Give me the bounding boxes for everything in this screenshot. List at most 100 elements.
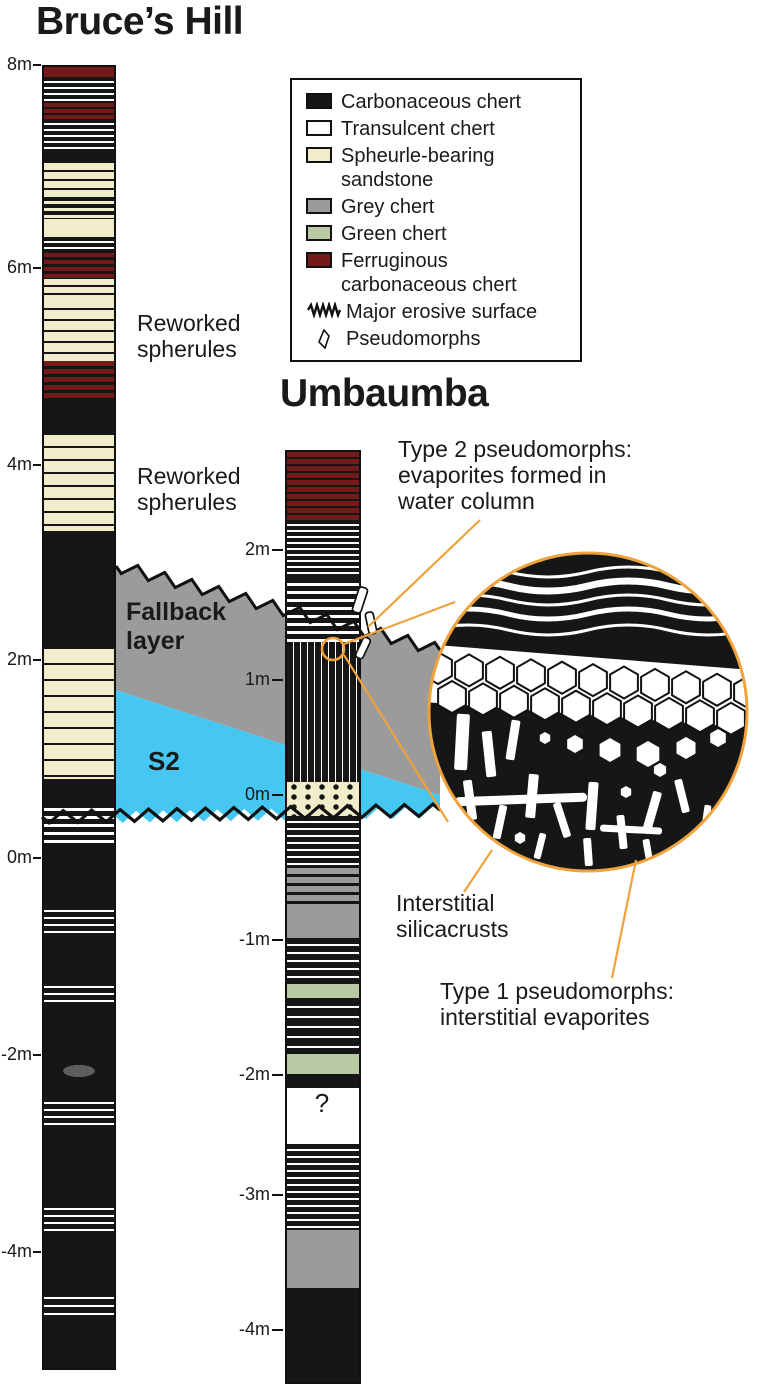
strat-layer xyxy=(44,847,114,905)
legend-item-label: Transulcent chert xyxy=(341,118,495,140)
legend-item: Major erosive surface xyxy=(306,300,572,324)
connector-line-interstitial xyxy=(463,849,493,893)
strat-layer xyxy=(44,219,114,237)
legend-item-label: Pseudomorphs xyxy=(346,328,481,350)
scale-tick-label: 6m xyxy=(6,257,32,277)
carbonaceous-swatch xyxy=(306,93,332,109)
scale-tick-mark xyxy=(33,267,41,269)
scale-tick-mark xyxy=(272,794,283,796)
strat-layer xyxy=(287,782,359,816)
connector-line-type2 xyxy=(367,519,481,628)
scale-tick-label: 2m xyxy=(244,539,270,559)
scale-tick-mark xyxy=(272,549,283,551)
right-column-layers xyxy=(287,452,359,1382)
strat-layer xyxy=(44,779,114,803)
strat-layer xyxy=(44,361,114,399)
strat-layer xyxy=(287,868,359,910)
annotation-type2-pseudomorphs: Type 2 pseudomorphs: evaporites formed i… xyxy=(398,436,632,514)
strat-layer xyxy=(44,237,114,253)
strat-layer xyxy=(44,981,114,1005)
strat-layer xyxy=(44,1127,114,1203)
legend-item: Green chert xyxy=(306,222,572,246)
legend-item: Pseudomorphs xyxy=(306,327,572,351)
legend-item-label: Carbonaceous chert xyxy=(341,91,522,113)
strat-layer xyxy=(44,435,114,531)
ferruginous-swatch xyxy=(306,252,332,268)
strat-layer xyxy=(44,67,114,77)
strat-layer xyxy=(44,103,114,119)
strat-layer xyxy=(44,1005,114,1045)
right-strat-column xyxy=(285,450,361,1384)
strat-layer xyxy=(287,984,359,998)
scale-tick-label: -1m xyxy=(239,929,270,949)
scale-tick-mark xyxy=(272,1074,283,1076)
legend-item: Spheurle-bearing sandstone xyxy=(306,144,572,192)
strat-layer xyxy=(287,642,359,782)
annotation-unknown-interval: ? xyxy=(314,1088,330,1118)
strat-layer xyxy=(287,520,359,578)
strat-layer xyxy=(44,905,114,933)
scale-tick-mark xyxy=(33,64,41,66)
legend-item-label: Ferruginous carbonaceous chert xyxy=(341,250,517,296)
strat-layer xyxy=(44,803,114,847)
strat-layer xyxy=(44,77,114,103)
left-strat-column xyxy=(42,65,116,1370)
scale-tick-label: -3m xyxy=(239,1184,270,1204)
translucent-swatch xyxy=(306,120,332,136)
scale-tick-label: 0m xyxy=(6,847,32,867)
legend-item: Ferruginous carbonaceous chert xyxy=(306,249,572,297)
annotation-type1-pseudomorphs: Type 1 pseudomorphs: interstitial evapor… xyxy=(440,978,674,1030)
scale-tick-label: -4m xyxy=(239,1319,270,1339)
strat-layer xyxy=(44,163,114,197)
strat-layer xyxy=(287,1054,359,1074)
strat-layer xyxy=(44,253,114,279)
scale-tick-label: 4m xyxy=(6,454,32,474)
strat-layer xyxy=(44,649,114,779)
sandstone-swatch xyxy=(306,147,332,163)
legend-item: Transulcent chert xyxy=(306,117,572,141)
strat-layer xyxy=(44,279,114,299)
scale-tick-mark xyxy=(272,1329,283,1331)
strat-layer xyxy=(44,399,114,435)
strat-layer xyxy=(44,933,114,981)
grey-swatch xyxy=(306,198,332,214)
strat-layer xyxy=(44,1291,114,1321)
scale-tick-mark xyxy=(33,1054,41,1056)
scale-tick-label: 2m xyxy=(6,649,32,669)
pseudomorph-icon xyxy=(306,329,342,349)
scale-tick-label: -2m xyxy=(239,1064,270,1084)
strat-layer xyxy=(44,1321,114,1368)
strat-layer xyxy=(287,1088,359,1144)
strat-layer xyxy=(44,1203,114,1233)
scale-tick-mark xyxy=(33,1251,41,1253)
inset-circle-border xyxy=(427,551,749,873)
green-swatch xyxy=(306,225,332,241)
strat-layer xyxy=(287,1074,359,1088)
left-column-layers xyxy=(44,67,114,1368)
pseudomorph-shape xyxy=(364,611,378,635)
strat-layer xyxy=(287,816,359,868)
scale-tick-label: -4m xyxy=(1,1241,32,1261)
legend-item-label: Spheurle-bearing sandstone xyxy=(341,145,495,191)
right-section-title: Umbaumba xyxy=(280,372,489,415)
scale-tick-label: 1m xyxy=(244,669,270,689)
scale-tick-label: 8m xyxy=(6,54,32,74)
strat-layer xyxy=(44,149,114,163)
scale-tick-mark xyxy=(272,679,283,681)
strat-layer xyxy=(44,1233,114,1291)
annotation-s2: S2 xyxy=(148,746,180,776)
connector-line-type1 xyxy=(610,859,638,979)
left-section-title: Bruce’s Hill xyxy=(36,0,244,43)
strat-layer xyxy=(44,1045,114,1097)
legend-item-label: Grey chert xyxy=(341,196,435,218)
scale-tick-mark xyxy=(272,939,283,941)
strat-layer xyxy=(287,1230,359,1288)
strat-layer xyxy=(44,197,114,219)
scale-tick-mark xyxy=(33,464,41,466)
strat-layer xyxy=(44,119,114,149)
scale-tick-mark xyxy=(33,857,41,859)
annotation-reworked-spherules-upper: Reworked spherules xyxy=(137,310,241,362)
